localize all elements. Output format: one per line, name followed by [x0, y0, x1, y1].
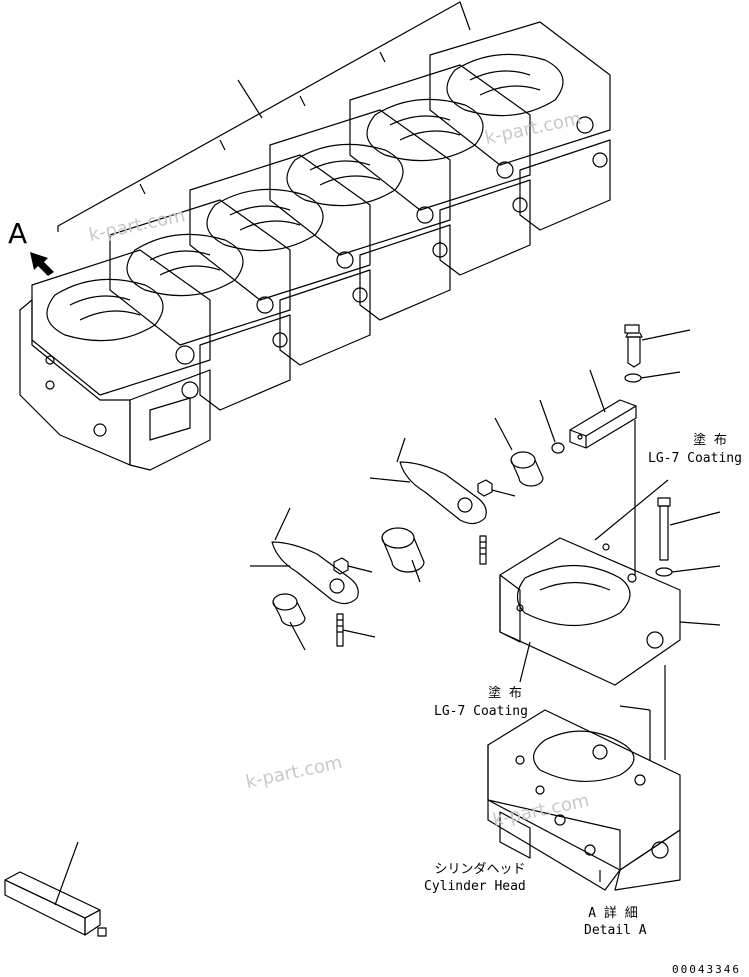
- washer-1: [624, 371, 681, 383]
- cylinder-head-jp: シリンダヘッド: [434, 862, 526, 877]
- adjust-nut-2: [333, 557, 373, 575]
- cylinder-head-row: [19, 21, 611, 471]
- adjust-screw-2: [336, 613, 376, 647]
- coating-leader-lower: [519, 641, 531, 683]
- adjust-nut-1: [477, 479, 516, 497]
- drawing-number: 00043346: [672, 963, 741, 976]
- adjust-screw-1: [479, 535, 487, 565]
- coating-lower-jp: 塗 布: [488, 686, 522, 701]
- coating-upper-jp: 塗 布: [693, 433, 727, 448]
- rocker-arm-1: [369, 437, 487, 525]
- flange-bolt-1: [624, 324, 691, 368]
- cylinder-head-4: [269, 109, 451, 321]
- bushing-1: [494, 417, 544, 487]
- cylinder-head-en: Cylinder Head: [424, 879, 526, 894]
- rocker-shaft-block: [569, 369, 637, 449]
- detail-en: Detail A: [584, 923, 647, 938]
- washer-2: [655, 565, 721, 577]
- cylinder-head-3: [189, 154, 371, 366]
- rocker-arm-2: [250, 507, 359, 605]
- bushing-3: [272, 593, 306, 651]
- coating-leader-upper: [594, 479, 669, 541]
- rocker-housing: [499, 420, 721, 686]
- exploded-parts: [250, 324, 721, 760]
- tool: [4, 841, 107, 937]
- bushing-2: [381, 527, 425, 583]
- flange-bolt-2: [657, 497, 721, 561]
- detail-jp: A 詳 細: [588, 906, 638, 921]
- view-arrow-icon: [30, 252, 54, 276]
- view-marker-letter: A: [8, 217, 28, 250]
- plug: [539, 399, 565, 454]
- cylinder-head-1: [19, 249, 211, 471]
- cylinder-head-5: [349, 64, 531, 276]
- coating-upper-en: LG-7 Coating: [648, 451, 742, 466]
- cylinder-group-bracket: [57, 1, 471, 232]
- cylinder-head-6: [429, 21, 611, 231]
- cylinder-head-2: [109, 199, 291, 411]
- detail-cylinder-head: [487, 705, 681, 891]
- coating-lower-en: LG-7 Coating: [434, 704, 528, 719]
